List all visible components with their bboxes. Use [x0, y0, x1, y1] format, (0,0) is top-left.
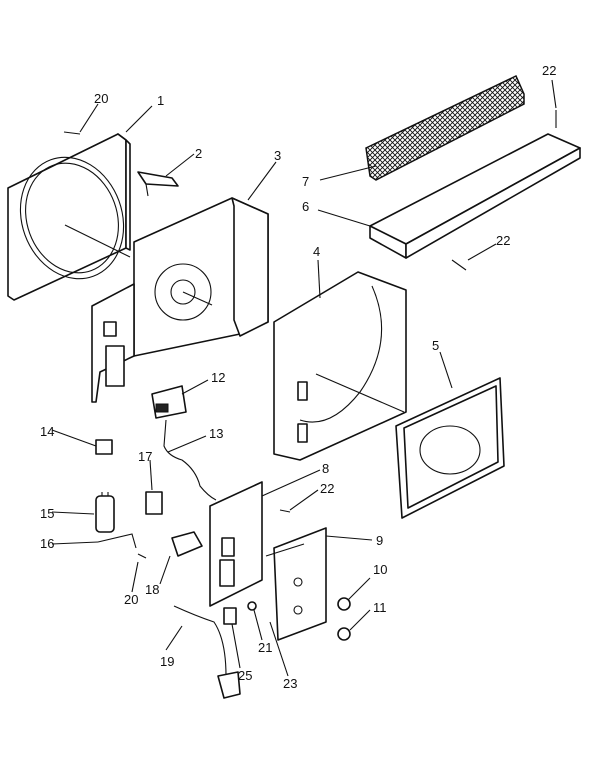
- part-9-control-cover: [273, 527, 327, 641]
- callout-16: 16: [40, 536, 54, 551]
- part-14-switch: [95, 439, 113, 455]
- part-19-power-cord: [173, 605, 241, 699]
- part-15-capacitor: [95, 492, 115, 533]
- part-1-front-shroud: [7, 133, 131, 301]
- callout-15: 15: [40, 506, 54, 521]
- callout-25: 25: [238, 668, 252, 683]
- callout-21: 21: [258, 640, 272, 655]
- part-4-inner-shroud: [273, 271, 407, 461]
- leader-lines: [51, 79, 557, 677]
- callout-7: 7: [302, 174, 309, 189]
- callout-1: 1: [157, 93, 164, 108]
- callout-8: 8: [322, 461, 329, 476]
- part-13-wire-harness: [163, 419, 217, 501]
- part-16-capacitor-strap: [97, 533, 137, 549]
- part-7-filter-mesh: [365, 74, 525, 181]
- callout-10: 10: [373, 562, 387, 577]
- callout-5: 5: [432, 338, 439, 353]
- part-3-orifice-panel: [91, 197, 269, 403]
- callout-4: 4: [313, 244, 320, 259]
- callout-2: 2: [195, 146, 202, 161]
- callout-19: 19: [160, 654, 174, 669]
- callout-20-lower: 20: [124, 592, 138, 607]
- callout-22-tray: 22: [496, 233, 510, 248]
- callout-23: 23: [283, 676, 297, 691]
- callout-12: 12: [211, 370, 225, 385]
- part-23-rail: [265, 543, 305, 641]
- screw-22-tray: [451, 259, 467, 271]
- callout-18: 18: [145, 582, 159, 597]
- part-17-terminal-block: [145, 491, 163, 515]
- part-10-knob: [337, 597, 351, 611]
- part-5-grille-frame: [395, 377, 505, 519]
- callout-22-panel: 22: [320, 481, 334, 496]
- callout-6: 6: [302, 199, 309, 214]
- callout-14: 14: [40, 424, 54, 439]
- part-18-plug: [171, 531, 203, 557]
- part-8-control-panel: [209, 481, 263, 607]
- callout-20-upper: 20: [94, 91, 108, 106]
- callout-11: 11: [373, 600, 387, 615]
- part-11-knob: [337, 627, 351, 641]
- part-2-bracket: [137, 171, 179, 197]
- part-12-relay-bracket: [151, 385, 187, 419]
- callout-22-top: 22: [542, 63, 556, 78]
- callout-3: 3: [274, 148, 281, 163]
- part-21-screw: [247, 601, 257, 611]
- callout-13: 13: [209, 426, 223, 441]
- callout-9: 9: [376, 533, 383, 548]
- screw-22-panel: [279, 509, 291, 513]
- part-6-base-tray: [369, 133, 581, 259]
- callout-labels: 20 1 2 3 7 6 22 22 4 5 12 13 14 17 8 22 …: [40, 63, 556, 691]
- screw-20-upper: [63, 131, 81, 135]
- callout-17: 17: [138, 449, 152, 464]
- screw-20-lower: [137, 553, 147, 559]
